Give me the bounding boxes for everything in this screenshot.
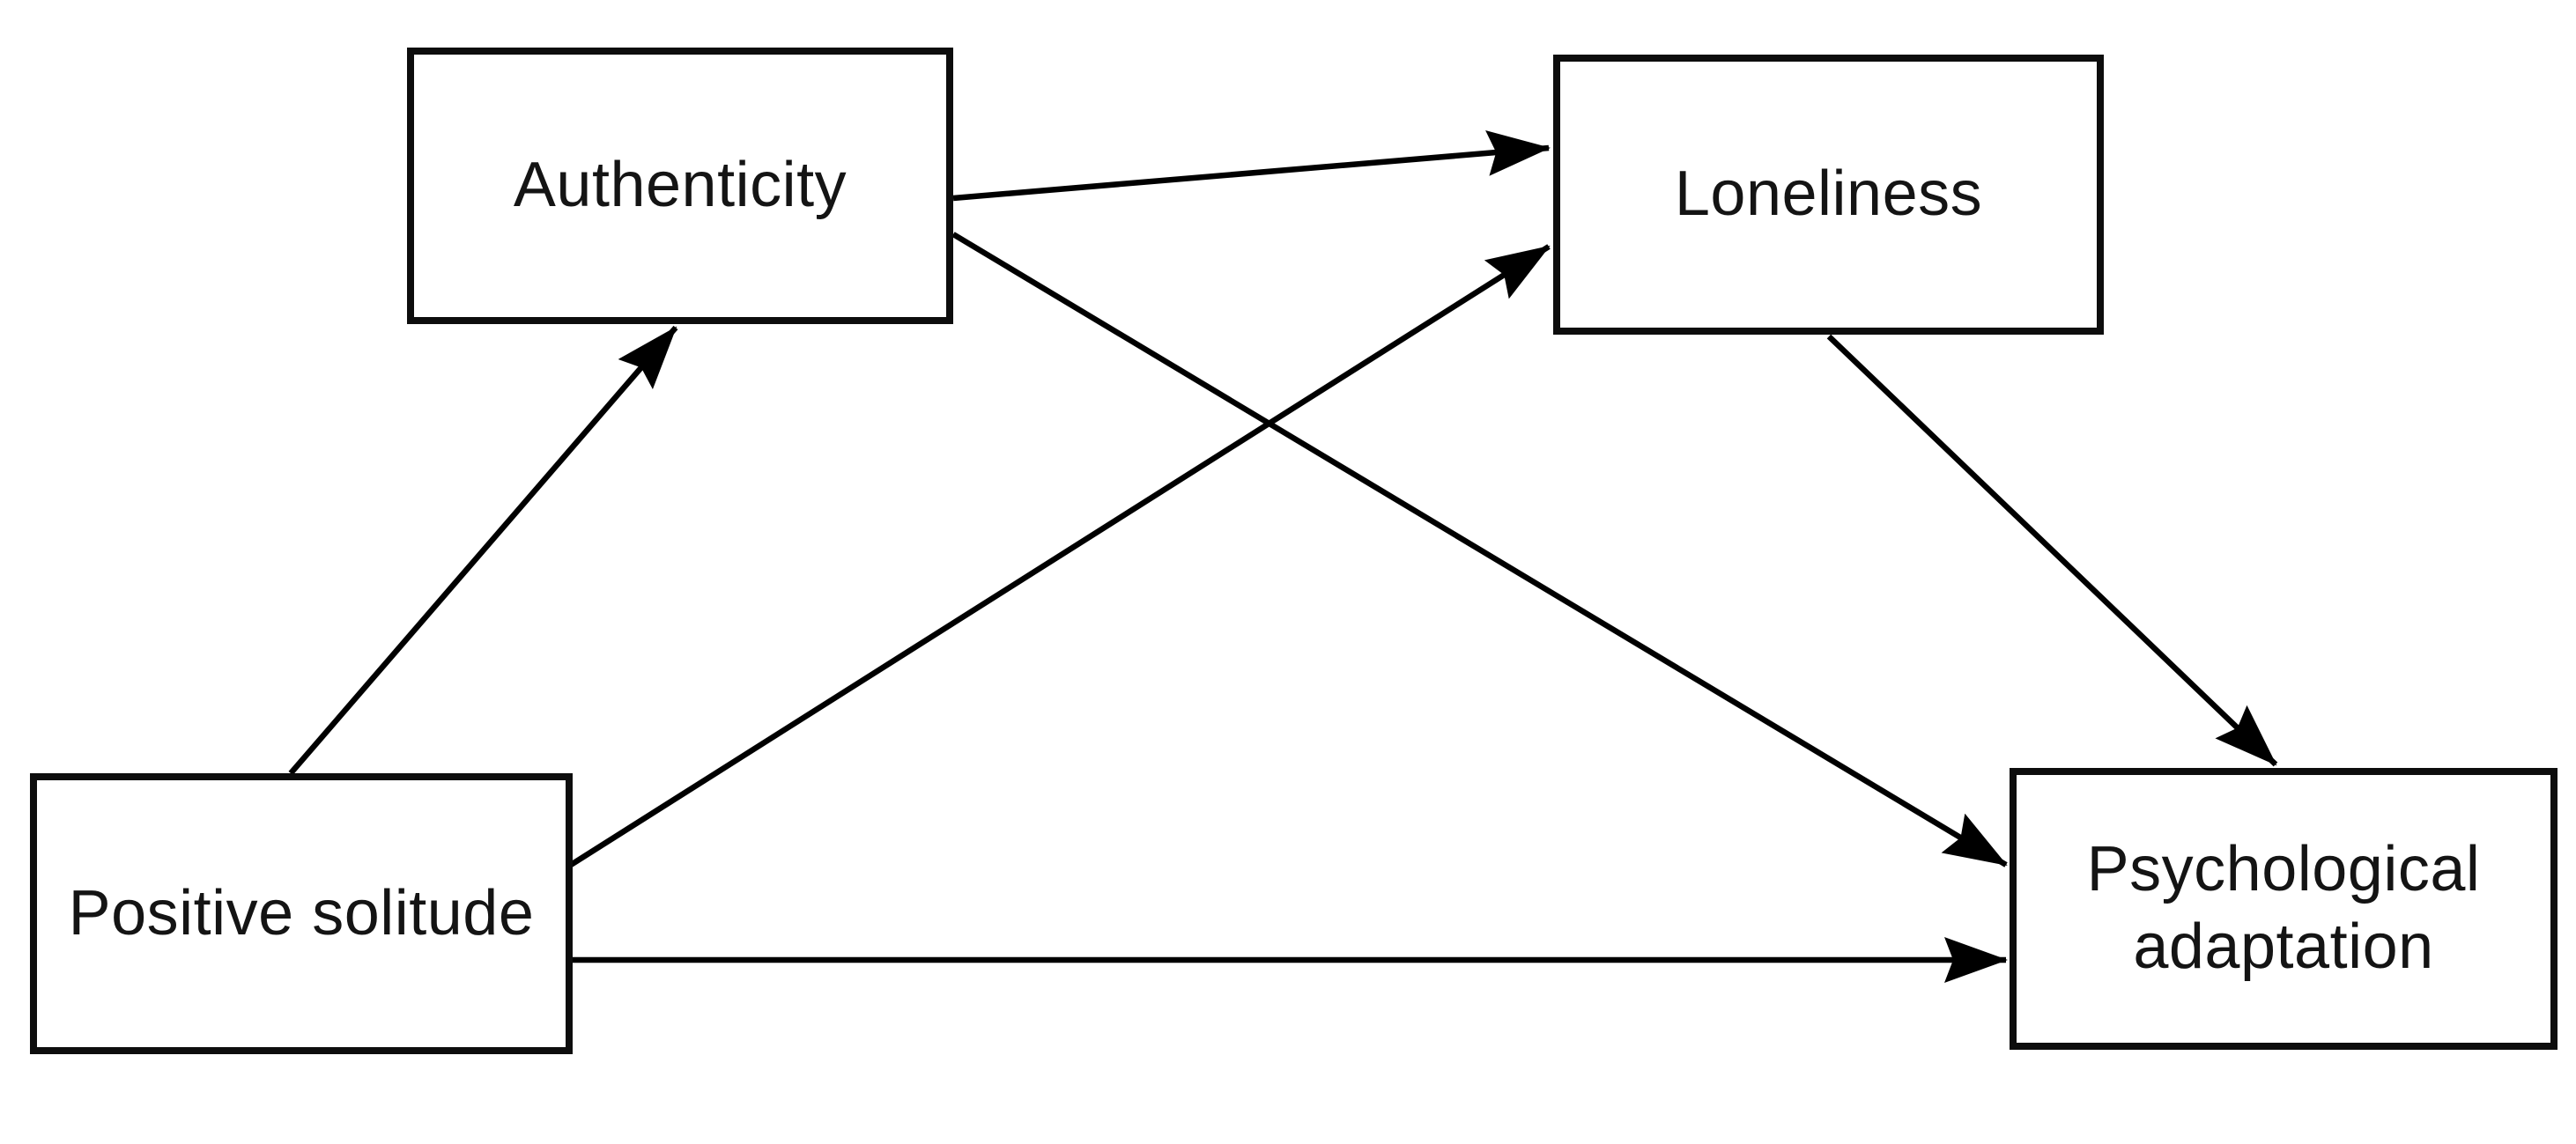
edge-authenticity-to-psychological-adaptation [951, 232, 2008, 867]
node-label-loneliness: Loneliness [1674, 159, 1983, 230]
edge-loneliness-to-psychological-adaptation [1826, 334, 2278, 767]
node-loneliness: Loneliness [1553, 55, 2104, 335]
edge-authenticity-to-loneliness [952, 129, 1551, 202]
node-label-authenticity: Authenticity [513, 150, 848, 221]
edges-group [288, 129, 2278, 983]
node-label-positive-solitude: Positive solitude [68, 877, 535, 948]
node-positive-solitude: Positive solitude [30, 773, 573, 1054]
node-authenticity: Authenticity [407, 48, 953, 324]
edge-positive-solitude-to-loneliness [569, 244, 1551, 867]
node-label-psychological-adaptation: Psychological adaptation [2086, 834, 2481, 982]
edge-positive-solitude-to-authenticity [288, 325, 678, 776]
node-psychological-adaptation: Psychological adaptation [2010, 768, 2557, 1050]
